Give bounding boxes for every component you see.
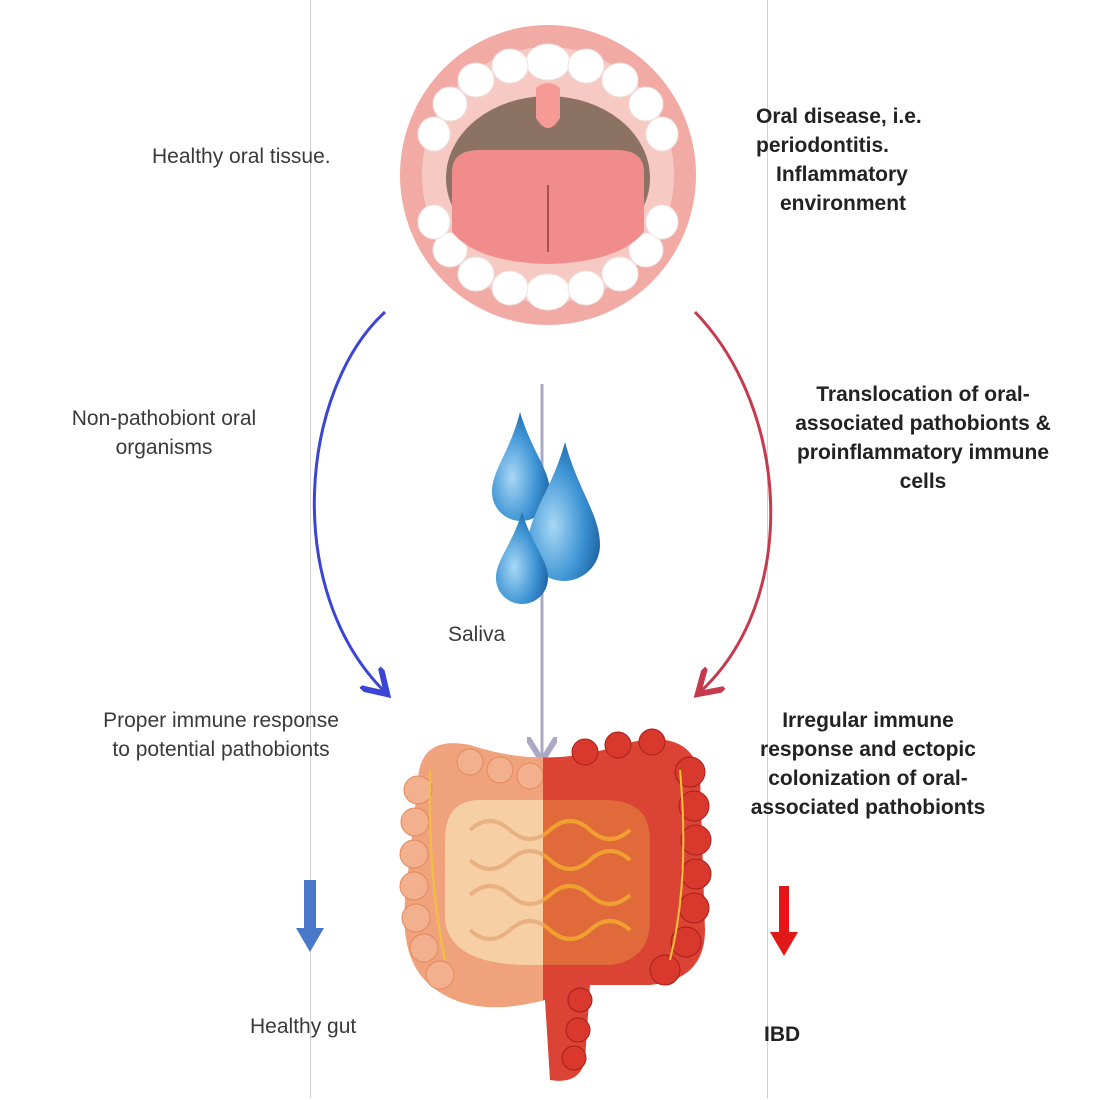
healthy-gut-label: Healthy gut — [250, 1015, 357, 1038]
disease-pathway-arrow — [695, 310, 773, 692]
open-mouth-icon — [400, 25, 696, 325]
irregular-immune-response-label: Irregular immune response and ectopic co… — [718, 706, 1018, 822]
irregular-response-line: associated pathobionts — [750, 796, 986, 819]
non-pathobiont-line: organisms — [115, 436, 213, 459]
non-pathobiont-line: Non-pathobiont oral — [71, 407, 257, 430]
oral-disease-label: Oral disease, i.e. periodontitis. Inflam… — [756, 102, 922, 218]
ibd-label: IBD — [764, 1023, 801, 1046]
oral-disease-line: periodontitis. — [756, 134, 889, 157]
healthy-pathway-arrow — [312, 310, 385, 692]
irregular-response-line: response and ectopic — [760, 738, 976, 761]
healthy-oral-tissue-label: Healthy oral tissue. — [152, 145, 331, 168]
irregular-response-line: Irregular immune — [782, 709, 954, 732]
translocation-label: Translocation of oral- associated pathob… — [768, 380, 1078, 496]
saliva-drops-icon — [492, 412, 600, 604]
proper-response-line: Proper immune response — [103, 709, 339, 732]
down-arrow-red-icon — [770, 886, 798, 956]
irregular-response-line: colonization of oral- — [768, 767, 968, 790]
translocation-line: proinflammatory immune — [796, 441, 1050, 464]
proper-immune-response-label: Proper immune response to potential path… — [66, 706, 376, 764]
non-pathobiont-label: Non-pathobiont oral organisms — [40, 404, 288, 462]
oral-disease-line: environment — [780, 192, 907, 215]
oral-disease-line: Inflammatory — [776, 163, 908, 186]
translocation-line: associated pathobionts & — [795, 412, 1051, 435]
down-arrow-blue-icon — [296, 880, 324, 952]
translocation-line: cells — [899, 470, 947, 493]
translocation-line: Translocation of oral- — [816, 383, 1030, 406]
proper-response-line: to potential pathobionts — [112, 738, 330, 761]
intestine-icon — [399, 728, 712, 1081]
saliva-label: Saliva — [448, 623, 506, 646]
oral-disease-line: Oral disease, i.e. — [756, 105, 922, 128]
